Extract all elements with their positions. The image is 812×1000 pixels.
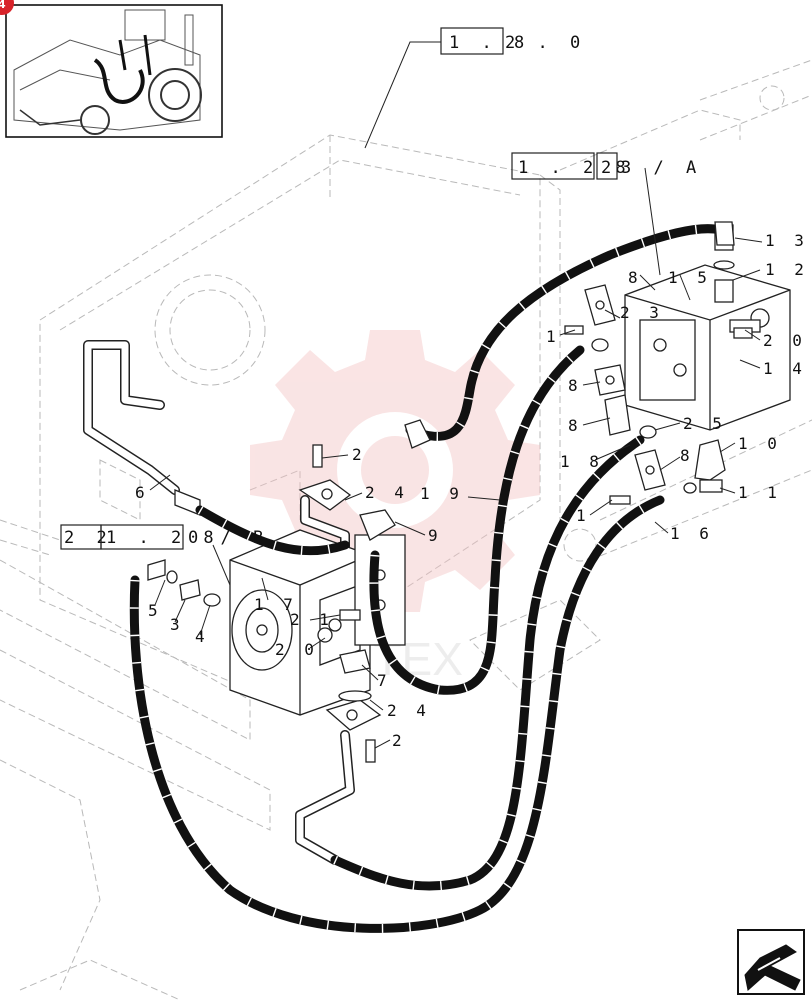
callout-7: 7: [377, 671, 392, 690]
hose-18: [330, 435, 645, 891]
callout-21: 2 1: [290, 610, 334, 629]
callout-2b: 2: [392, 731, 407, 750]
reference-prefix-text: 2 2: [64, 528, 113, 548]
callout-15: 1 5: [668, 268, 712, 287]
valve-block: [564, 224, 791, 505]
callout-3: 3: [170, 615, 185, 634]
callout-18: 1 8: [560, 452, 604, 471]
callout-8b: 8: [568, 376, 583, 395]
overview-thumbnail: 4: [0, 0, 223, 138]
callout-24: 2 4: [365, 483, 409, 502]
hose-upper-loop: [369, 345, 585, 695]
hose-suction: [195, 505, 350, 556]
callout-20: 2 0: [763, 331, 807, 350]
reference-boxed-text: 1 . 8: [449, 33, 530, 53]
callout-24b: 2 4: [387, 701, 431, 720]
reference-22-1-28-0-b[interactable]: 2 2 1 . 2 8 0 / B: [60, 524, 269, 586]
reference-1-28-23-a[interactable]: 1 . 2 8 2 3 / A: [511, 152, 702, 276]
callout-20b: 2 0: [275, 640, 319, 659]
reference-boxed-text: 1 . 2 8: [518, 158, 632, 178]
reference-1-82-0[interactable]: 1 . 8 2 . 0: [364, 27, 586, 149]
callout-2: 2: [352, 445, 367, 464]
callout-8: 8: [628, 268, 643, 287]
ghost-chassis: [0, 59, 812, 1000]
callout-8d: 8: [680, 446, 695, 465]
callout-19: 1 9: [420, 484, 464, 503]
callout-4: 4: [195, 627, 210, 646]
next-page-arrow-icon[interactable]: [737, 929, 805, 995]
callout-1b: 1: [576, 506, 591, 525]
callout-12: 1 2: [765, 260, 809, 279]
hose-19: [405, 224, 725, 441]
reference-rest-text: 0 / B: [188, 528, 269, 548]
reference-rest-text: 2 . 0: [505, 33, 586, 53]
callout-16: 1 6: [670, 524, 714, 543]
hose-end-fitting-13: [714, 221, 735, 246]
reference-rest-text: 3 / A: [621, 158, 702, 178]
callout-14: 1 4: [763, 359, 807, 378]
elbow-fitting: [404, 419, 431, 449]
callout-23: 2 3: [620, 303, 664, 322]
hose-16: [129, 495, 665, 933]
callout-1: 1: [546, 327, 561, 346]
steel-tubes: [83, 340, 355, 865]
callout-11: 1 1: [738, 483, 782, 502]
pump-assembly: [147, 444, 406, 763]
callout-9: 9: [428, 526, 443, 545]
callout-13: 1 3: [765, 231, 809, 250]
callout-17: 1 7: [254, 595, 298, 614]
reference-boxed-text: 1 . 2 8: [106, 528, 220, 548]
callout-5: 5: [148, 601, 163, 620]
callout-6: 6: [135, 483, 150, 502]
reference-boxed2-text: 2: [601, 158, 617, 178]
callout-25: 2 5: [683, 414, 727, 433]
callout-labels: 1 3 1 2 1 5 8 2 3 1 2 0 1 4 8 8 2 5 1 8 …: [135, 231, 809, 750]
callout-leaders: [149, 237, 763, 749]
callout-10: 1 0: [738, 434, 782, 453]
callout-8c: 8: [568, 416, 583, 435]
badge-glyph: 4: [0, 0, 6, 11]
